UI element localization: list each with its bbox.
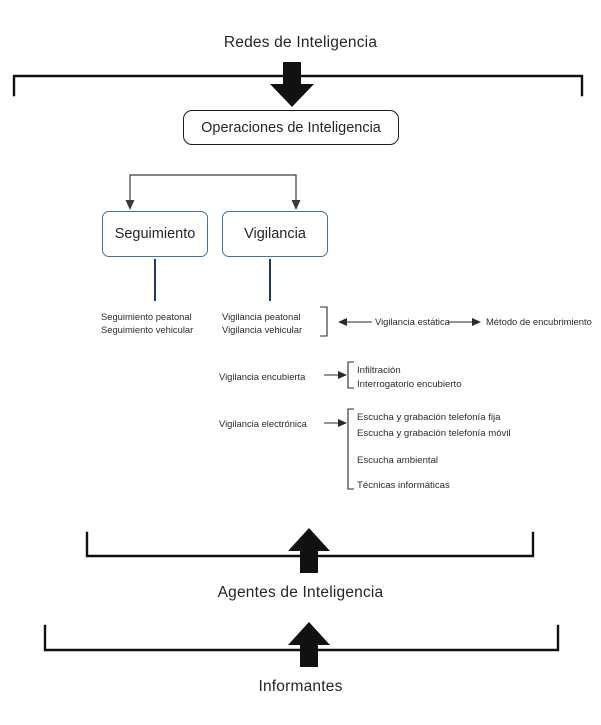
dropline-seguimiento (154, 259, 156, 301)
list-vigilancia-item-0: Vigilancia peatonal (222, 311, 301, 322)
node-vigilancia-label: Vigilancia (244, 226, 306, 242)
label-informantes: Informantes (258, 678, 343, 695)
label-vigilancia-encubierta: Vigilancia encubierta (219, 371, 306, 382)
title-redes-de-inteligencia: Redes de Inteligencia (223, 34, 378, 51)
list-electronica-item-2: Escucha ambiental (357, 455, 439, 466)
node-operaciones-label: Operaciones de Inteligencia (201, 119, 381, 136)
list-electronica-item-0: Escucha y grabación telefonía fija (357, 412, 501, 423)
node-seguimiento-label: Seguimiento (114, 226, 196, 242)
arrow-down-thick-top (270, 62, 314, 107)
list-encubierta-item-1: Interrogatorio encubierto (357, 379, 462, 390)
arrow-up-thick-informantes (288, 622, 330, 667)
list-seguimiento-item-1: Seguimiento vehicular (101, 324, 194, 335)
label-metodo-de-encubrimiento: Método de encubrimiento (486, 316, 592, 327)
list-electronica-item-1: Escucha y grabación telefonía móvil (357, 428, 511, 439)
arrow-up-thick-agentes (288, 528, 330, 573)
list-vigilancia-item-1: Vigilancia vehicular (222, 324, 303, 335)
list-electronica-item-3: Técnicas informáticas (357, 480, 450, 491)
node-operaciones-de-inteligencia[interactable]: Operaciones de Inteligencia (183, 110, 399, 145)
list-encubierta-item-0: Infiltración (357, 365, 401, 376)
list-seguimiento-item-0: Seguimiento peatonal (101, 311, 192, 322)
label-agentes-de-inteligencia: Agentes de Inteligencia (217, 584, 384, 601)
node-seguimiento[interactable]: Seguimiento (102, 211, 208, 257)
node-vigilancia[interactable]: Vigilancia (222, 211, 328, 257)
label-vigilancia-estatica: Vigilancia estática (375, 316, 450, 327)
label-vigilancia-electronica: Vigilancia electrónica (219, 418, 307, 429)
dropline-vigilancia (269, 259, 271, 301)
